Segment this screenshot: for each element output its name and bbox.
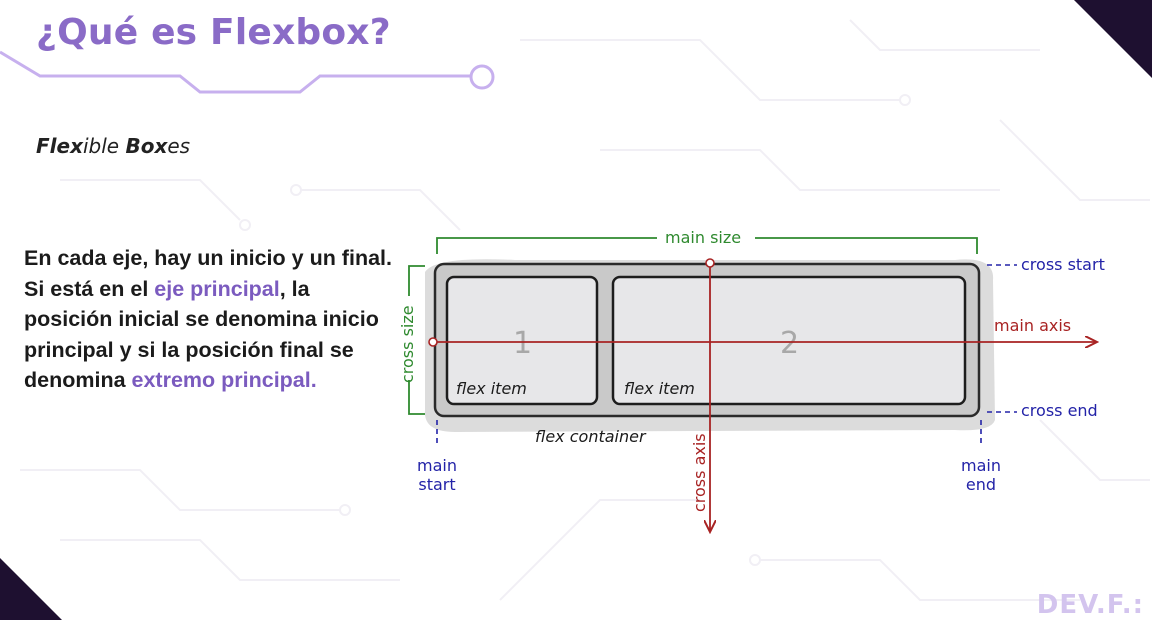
- flex-container-label: flex container: [535, 427, 647, 446]
- subtitle-text-ible: ible: [82, 134, 126, 158]
- flex-item-2-number: 2: [780, 326, 799, 361]
- flexbox-diagram: 1 2 flex item flex item flex container m…: [398, 228, 1105, 550]
- highlight-eje-principal: eje principal: [154, 276, 280, 301]
- cross-axis-label: cross axis: [690, 433, 709, 512]
- devf-logo: DEV.F.:: [1036, 590, 1144, 620]
- title-underline-decoration: [0, 50, 495, 94]
- main-axis-origin-marker: [428, 337, 438, 347]
- main-start-label-line1: main: [417, 456, 457, 475]
- flex-item-2-box: [611, 275, 967, 406]
- cross-size-label: cross size: [398, 305, 417, 383]
- corner-decoration-bottom-left: [0, 558, 62, 620]
- body-paragraph: En cada eje, hay un inicio y un final. S…: [24, 243, 394, 396]
- body-text-1: En cada eje, hay un inicio y un final. S…: [24, 246, 392, 301]
- cross-start-label: cross start: [1021, 255, 1105, 274]
- main-start-label-line2: start: [418, 475, 455, 494]
- main-axis-label: main axis: [994, 316, 1071, 335]
- main-size-label: main size: [665, 228, 741, 247]
- highlight-extremo-principal: extremo principal.: [131, 368, 317, 392]
- slide-subtitle: Flexible Boxes: [36, 134, 190, 158]
- cross-end-label: cross end: [1021, 401, 1098, 420]
- slide-title: ¿Qué es Flexbox?: [36, 12, 391, 53]
- main-size-bracket: [436, 237, 978, 254]
- flex-item-2-label: flex item: [624, 379, 695, 398]
- subtitle-bold-box: Box: [125, 134, 168, 158]
- cross-axis-origin-marker: [705, 258, 715, 268]
- cross-size-bracket: [408, 265, 425, 415]
- main-end-label-line1: main: [961, 456, 1001, 475]
- flex-item-1-box: [445, 275, 599, 406]
- corner-decoration-top-right: [1074, 0, 1152, 78]
- flex-item-1-number: 1: [513, 326, 532, 361]
- subtitle-text-es: es: [167, 134, 191, 158]
- flex-item-1-label: flex item: [456, 379, 527, 398]
- body-text-2: , la posición inicial se denomina inicio…: [24, 276, 379, 393]
- subtitle-bold-flex: Flex: [36, 134, 83, 158]
- main-end-label-line2: end: [966, 475, 996, 494]
